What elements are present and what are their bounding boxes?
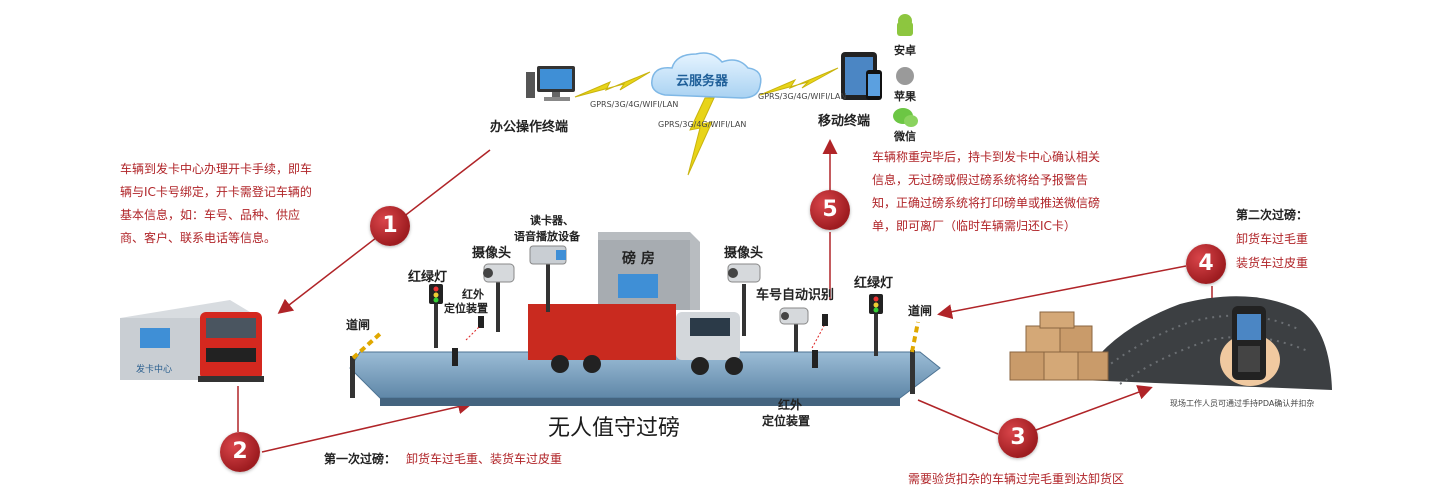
camera-right-label: 摄像头 [724, 246, 764, 261]
lightning-left [574, 71, 651, 98]
android-icon-shape [897, 14, 913, 36]
wechat-icon-shape [893, 108, 918, 127]
card-reader-label-2: 语音播放设备 [514, 230, 580, 243]
step-4-line2: 装货车过皮重 [1236, 256, 1309, 270]
apple-label: 苹果 [894, 90, 916, 103]
card-reader-label-1: 读卡器、 [530, 214, 574, 227]
gate-left-label: 道闸 [346, 318, 371, 332]
camera-left-device [483, 263, 515, 332]
camera-right-device [727, 263, 761, 336]
pda-caption: 现场工作人员可通过手持PDA确认并扣杂 [1170, 399, 1315, 408]
infrared-top-label-2: 定位装置 [444, 302, 488, 315]
cargo-boxes [1009, 311, 1109, 381]
gate-right-label: 道闸 [908, 304, 933, 318]
step-1-badge: 1 [370, 206, 410, 246]
step-3-text: 需要验货扣杂的车辆过完毛重到达卸货区 [908, 472, 1125, 486]
apple-icon-shape [896, 67, 914, 85]
plate-recognition-label: 车号自动识别 [756, 288, 835, 303]
step-3-badge: 3 [998, 418, 1038, 458]
card-center-label: 发卡中心 [136, 365, 173, 375]
lightning-bottom [687, 97, 715, 176]
step-4-line1: 卸货车过毛重 [1236, 232, 1309, 246]
wechat-label: 微信 [894, 130, 916, 143]
weigh-room-label: 磅 房 [622, 251, 655, 267]
step-4-title: 第二次过磅： [1236, 208, 1309, 222]
link-left-label: GPRS/3G/4G/WIFI/LAN [590, 100, 679, 109]
camera-left-label: 摄像头 [472, 246, 512, 261]
android-label: 安卓 [894, 44, 916, 57]
office-computer-icon [526, 66, 575, 101]
infrared-bottom-label-2: 定位装置 [762, 414, 811, 428]
traffic-light-right-pole [869, 294, 883, 356]
step-1-note: 车辆到发卡中心办理开卡手续，即车辆与IC卡号绑定，开卡需登记车辆的基本信息，如：… [120, 162, 313, 245]
gate-right-barrier [910, 321, 920, 394]
pda-device [1220, 306, 1280, 386]
gate-left-barrier [350, 330, 384, 398]
step-2-text: 卸货车过毛重、装货车过皮重 [406, 452, 563, 466]
weigh-room-building [598, 232, 700, 310]
step-2-title: 第一次过磅： [324, 452, 397, 466]
office-terminal-label: 办公操作终端 [490, 120, 569, 135]
card-center-truck [198, 312, 264, 382]
card-reader-device [529, 245, 567, 312]
diagram-title: 无人值守过磅 [548, 416, 681, 441]
coal-pile [1080, 296, 1332, 390]
link-bottom-label: GPRS/3G/4G/WIFI/LAN [658, 120, 747, 129]
mobile-devices-icon [841, 52, 882, 100]
traffic-light-left-pole [429, 284, 443, 348]
plate-camera-device [779, 307, 809, 352]
infrared-top-label-1: 红外 [462, 288, 484, 301]
cloud-server-label: 云服务器 [676, 74, 729, 89]
lightning-right [759, 67, 839, 96]
traffic-light-right-label: 红绿灯 [854, 276, 894, 291]
step-2-badge: 2 [220, 432, 260, 472]
link-right-label: GPRS/3G/4G/WIFI/LAN [758, 92, 847, 101]
step-5-badge: 5 [810, 190, 850, 230]
infrared-bottom-label-1: 红外 [778, 398, 803, 412]
cloud-shape [651, 52, 762, 99]
card-center-building [120, 300, 260, 380]
traffic-light-left-label: 红绿灯 [408, 270, 448, 285]
center-truck [528, 304, 743, 375]
mobile-terminal-label: 移动终端 [818, 114, 871, 129]
step-4-badge: 4 [1186, 244, 1226, 284]
step-5-note: 车辆称重完毕后，持卡到发卡中心确认相关信息，无过磅或假过磅系统将给予报警告知，正… [872, 150, 1101, 233]
